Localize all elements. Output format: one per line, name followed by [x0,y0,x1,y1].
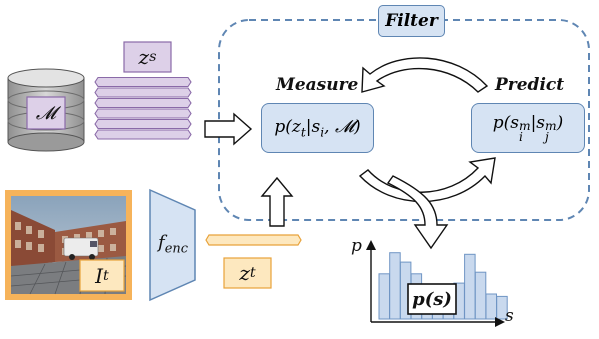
measure-formula: p(zt|si, 𝓜) [274,116,361,140]
zt-feature-bar [205,234,302,246]
hist-x-label: s [505,306,514,326]
zs-feature-bar [94,87,192,98]
filter-label: Filter [378,5,445,37]
zs-feature-stack [94,76,192,140]
measure-label: Measure [276,75,359,95]
map-label: 𝓜 [35,102,57,124]
zs-feature-bar [94,129,192,140]
histogram-bar [378,273,390,320]
encoder-block [149,188,196,302]
hist-x-arrowhead [495,317,505,327]
zs-feature-bar [94,76,192,88]
zs-label-box [123,41,172,73]
histogram-bar [464,253,476,320]
arrow-zt-to-measure [260,176,294,227]
hist-label-box [407,283,457,315]
arrow-to-histogram [386,175,449,250]
predict-label: Predict [495,75,565,95]
zt-label-box [223,257,272,289]
hist-label: p(s) [412,288,452,310]
hist-y-label: p [351,236,362,256]
arrow-predict-to-measure [361,57,489,93]
zs-feature-bar [94,118,192,130]
database-icon [7,68,85,152]
zs-feature-bar [94,108,192,119]
filter-region [218,19,590,221]
hist-y-arrowhead [366,240,376,250]
histogram-bar [485,293,497,320]
measure-box: p(zt|si, 𝓜) [261,103,374,153]
histogram-bar [474,271,487,320]
map-label-box [26,96,66,130]
zs-feature-bar [94,97,192,109]
arrow-map-to-measure [204,112,253,146]
encoder-label: fenc [158,232,188,257]
histogram-bar [389,252,401,320]
arrow-measure-to-predict [358,157,496,203]
histogram-bar [496,295,508,320]
image-label-box [79,259,125,292]
